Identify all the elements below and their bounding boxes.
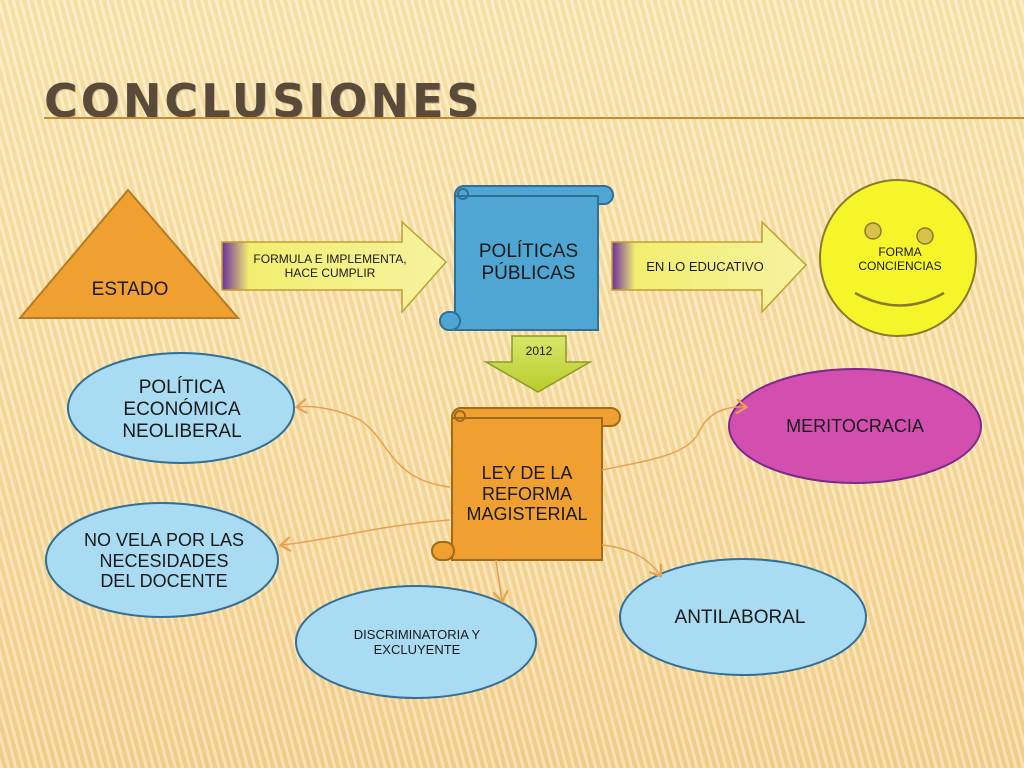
politicas-publicas-label: POLÍTICAS PÚBLICAS — [478, 241, 579, 284]
educativo-arrow — [611, 220, 808, 314]
connector-to-politica — [298, 407, 451, 488]
antilaboral-label: ANTILABORAL — [674, 607, 806, 629]
connector-to-meritocracia — [601, 407, 745, 471]
title-rule — [44, 117, 1024, 119]
educativo-label: EN LO EDUCATIVO — [646, 258, 764, 274]
estado-triangle — [17, 188, 241, 319]
meritocracia-label: MERITOCRACIA — [786, 415, 924, 436]
meritocracia-ellipse — [728, 368, 982, 484]
forma-conciencias-label: FORMA CONCIENCIAS — [858, 245, 942, 273]
connector-to-discriminatoria — [496, 559, 502, 600]
year-down-arrow — [483, 335, 593, 393]
connector-to-antilaboral — [601, 544, 660, 575]
antilaboral-ellipse — [619, 558, 867, 676]
year-label: 2012 — [525, 344, 553, 359]
smiley-face — [819, 179, 977, 337]
politica-economica-ellipse — [67, 352, 295, 464]
estado-label: ESTADO — [91, 279, 169, 301]
ley-reforma-label: LEY DE LA REFORMA MAGISTERIAL — [466, 462, 588, 525]
discriminatoria-ellipse — [295, 585, 537, 699]
politica-economica-label: POLÍTICA ECONÓMICA NEOLIBERAL — [122, 377, 242, 442]
connector-to-no-vela — [282, 519, 451, 545]
formula-label: FORMULA E IMPLEMENTA, HACE CUMPLIR — [253, 252, 407, 280]
no-vela-label: NO VELA POR LAS NECESIDADES DEL DOCENTE — [83, 529, 245, 592]
formula-arrow — [221, 220, 448, 314]
no-vela-ellipse — [45, 502, 279, 618]
politicas-publicas-scroll — [439, 185, 614, 331]
ley-reforma-scroll — [431, 407, 621, 561]
discriminatoria-label: DISCRIMINATORIA Y EXCLUYENTE — [353, 627, 481, 657]
slide-title: Conclusiones — [44, 74, 483, 128]
